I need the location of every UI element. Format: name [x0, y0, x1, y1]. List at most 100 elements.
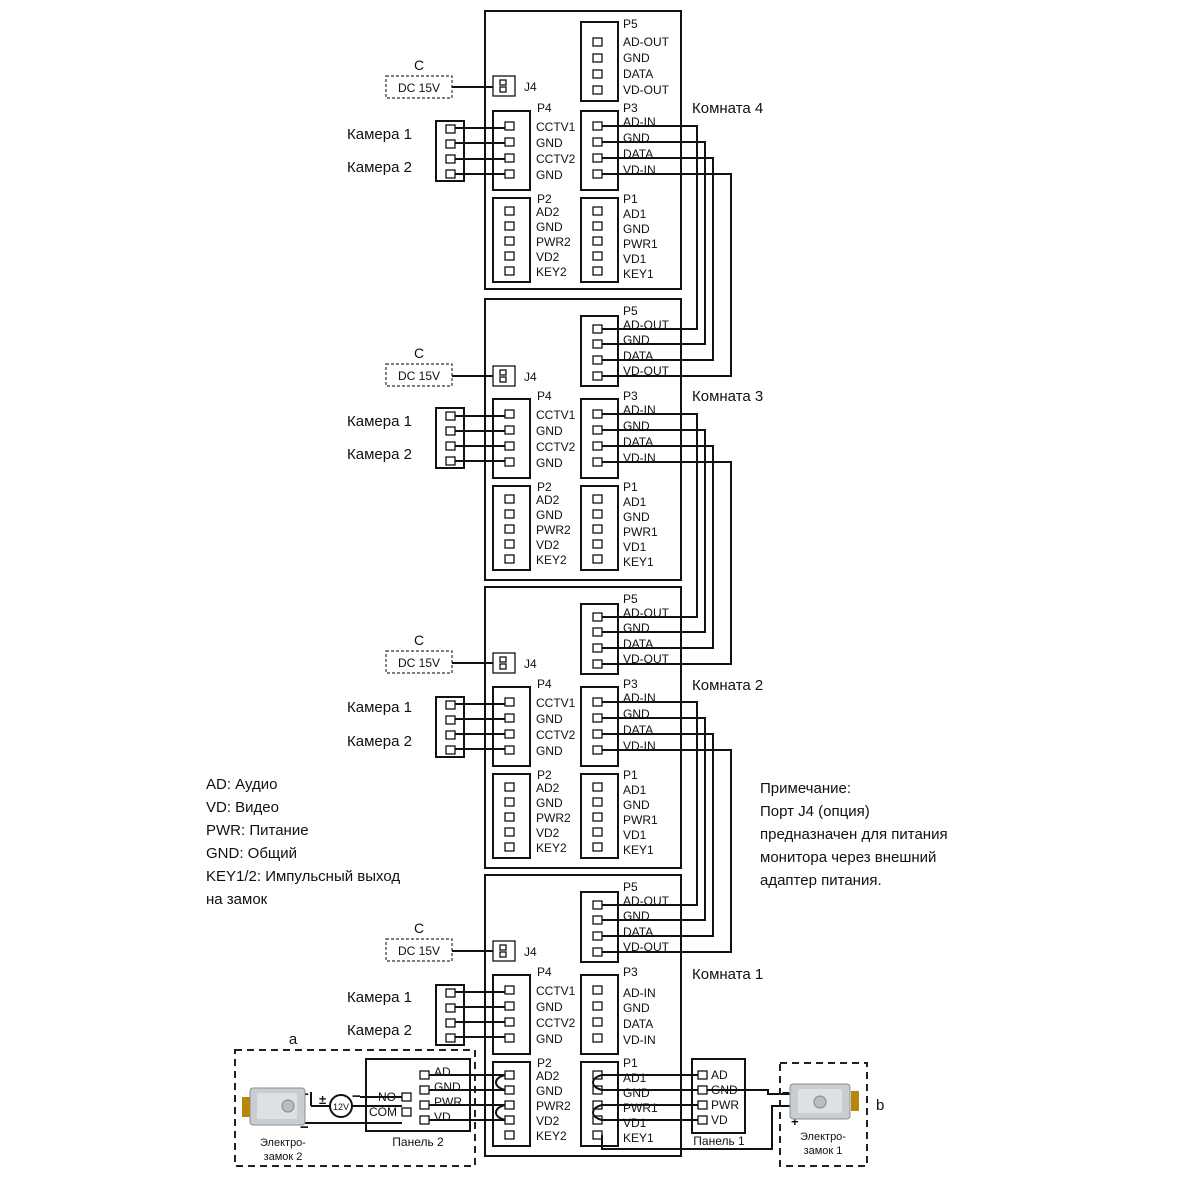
lock-1-plus: + — [791, 1114, 799, 1129]
legend-line: GND: Общий — [206, 845, 298, 862]
p4-pin-gnd2: GND — [536, 456, 563, 470]
p2-title: P2 — [537, 480, 552, 494]
note-line: предназначен для питания — [760, 826, 948, 843]
lock-2-minus: − — [300, 1119, 309, 1136]
p5-pin-gnd: GND — [623, 51, 650, 65]
camera-2-label-room-2: Камера 2 — [347, 733, 412, 750]
p5-pin-vd-out: VD-OUT — [623, 652, 670, 666]
p2-pin-key2: KEY2 — [536, 553, 567, 567]
room-2-label: Комната 2 — [692, 677, 763, 694]
psu-minus: − — [352, 1088, 361, 1105]
p2-pin-pwr2: PWR2 — [536, 1099, 571, 1113]
lock-2-tag: a — [289, 1031, 298, 1048]
dc-label-room-2: DC 15V — [398, 656, 440, 670]
p3-title: P3 — [623, 677, 638, 691]
p2-title: P2 — [537, 1056, 552, 1070]
psu-label: 12V — [333, 1102, 349, 1112]
p3-title: P3 — [623, 101, 638, 115]
p3-pin-ad-in: AD-IN — [623, 986, 656, 1000]
dc-label-room-1: DC 15V — [398, 944, 440, 958]
p4-pin-gnd2: GND — [536, 1032, 563, 1046]
camera-1-label-room-4: Камера 1 — [347, 126, 412, 143]
room-2-monitor: P5 AD-OUT GND DATA VD-OUT P4 CCTV1 GND C… — [484, 586, 682, 869]
camera-terminal-room-4 — [435, 120, 465, 182]
p4-title: P4 — [537, 389, 552, 403]
p1-pin-ad1: AD1 — [623, 783, 647, 797]
p4-pin-gnd2: GND — [536, 168, 563, 182]
room-3-monitor: P5 AD-OUT GND DATA VD-OUT P4 CCTV1 GND C… — [484, 298, 682, 581]
p2-pin-vd2: VD2 — [536, 538, 560, 552]
p1-pin-key1: KEY1 — [623, 1131, 654, 1145]
p2-pin-ad2: AD2 — [536, 781, 560, 795]
c-label-room-1: C — [414, 920, 424, 936]
note-line: адаптер питания. — [760, 872, 882, 889]
dc-label-room-4: DC 15V — [398, 81, 440, 95]
p4-pin-cctv1: CCTV1 — [536, 120, 576, 134]
p5-pin-ad-out: AD-OUT — [623, 35, 670, 49]
p2-pin-vd2: VD2 — [536, 826, 560, 840]
p4-title: P4 — [537, 965, 552, 979]
panel-2-pin-vd: VD — [434, 1110, 451, 1124]
p2-pin-ad2: AD2 — [536, 205, 560, 219]
p4-pin-gnd1: GND — [536, 1000, 563, 1014]
p2-pin-ad2: AD2 — [536, 1069, 560, 1083]
p1-pin-key1: KEY1 — [623, 555, 654, 569]
c-label-room-3: C — [414, 345, 424, 361]
p4-pin-cctv2: CCTV2 — [536, 728, 576, 742]
panel-1-title: Панель 1 — [693, 1134, 745, 1148]
lock-2-icon — [242, 1087, 306, 1126]
p3-title: P3 — [623, 389, 638, 403]
p1-title: P1 — [623, 768, 638, 782]
c-label-room-4: C — [414, 57, 424, 73]
psu-plus: ± — [319, 1092, 326, 1107]
p2-title: P2 — [537, 768, 552, 782]
room-1-label: Комната 1 — [692, 966, 763, 983]
note-line: Примечание: — [760, 780, 851, 797]
note-line: Порт J4 (опция) — [760, 803, 870, 820]
p2-pin-pwr2: PWR2 — [536, 523, 571, 537]
p3-pin-gnd: GND — [623, 1001, 650, 1015]
p4-pin-cctv2: CCTV2 — [536, 1016, 576, 1030]
dc-label-room-3: DC 15V — [398, 369, 440, 383]
j4-label: J4 — [524, 945, 537, 959]
lock-1-minus: − — [782, 1085, 790, 1100]
p4-pin-gnd1: GND — [536, 424, 563, 438]
panel-2-pin-pwr: PWR — [434, 1095, 462, 1109]
panel-1-pin-ad: AD — [711, 1068, 728, 1082]
p5-title: P5 — [623, 304, 638, 318]
p4-pin-cctv2: CCTV2 — [536, 440, 576, 454]
p4-pin-cctv1: CCTV1 — [536, 408, 576, 422]
p1-title: P1 — [623, 1056, 638, 1070]
panel-1-pin-vd: VD — [711, 1113, 728, 1127]
p5-title: P5 — [623, 17, 638, 31]
p2-pin-gnd: GND — [536, 796, 563, 810]
p1-pin-gnd: GND — [623, 222, 650, 236]
room-1-monitor: P5 AD-OUT GND DATA VD-OUT P4 CCTV1 GND C… — [484, 874, 682, 1157]
p2-pin-gnd: GND — [536, 508, 563, 522]
legend-line: KEY1/2: Импульсный выход — [206, 868, 401, 885]
p1-pin-pwr1: PWR1 — [623, 1101, 658, 1115]
p5-title: P5 — [623, 592, 638, 606]
psu-12v-icon: 12V — [329, 1094, 353, 1118]
p1-title: P1 — [623, 192, 638, 206]
lock-1-label-1: Электро- — [800, 1131, 846, 1143]
p4-pin-cctv1: CCTV1 — [536, 984, 576, 998]
p4-pin-gnd2: GND — [536, 744, 563, 758]
p1-pin-pwr1: PWR1 — [623, 813, 658, 827]
p4-pin-cctv2: CCTV2 — [536, 152, 576, 166]
camera-1-label-room-2: Камера 1 — [347, 699, 412, 716]
p2-pin-gnd: GND — [536, 220, 563, 234]
camera-2-label-room-4: Камера 2 — [347, 159, 412, 176]
p4-pin-gnd1: GND — [536, 712, 563, 726]
legend-line: на замок — [206, 891, 268, 908]
p1-pin-vd1: VD1 — [623, 540, 647, 554]
p2-pin-key2: KEY2 — [536, 841, 567, 855]
p2-pin-vd2: VD2 — [536, 1114, 560, 1128]
p4-title: P4 — [537, 101, 552, 115]
lock-2-frame — [234, 1049, 476, 1167]
p2-pin-key2: KEY2 — [536, 265, 567, 279]
panel-1: AD GND PWR VD Панель 1 — [691, 1058, 746, 1148]
p1-pin-gnd: GND — [623, 798, 650, 812]
p3-pin-vd-in: VD-IN — [623, 1033, 656, 1047]
